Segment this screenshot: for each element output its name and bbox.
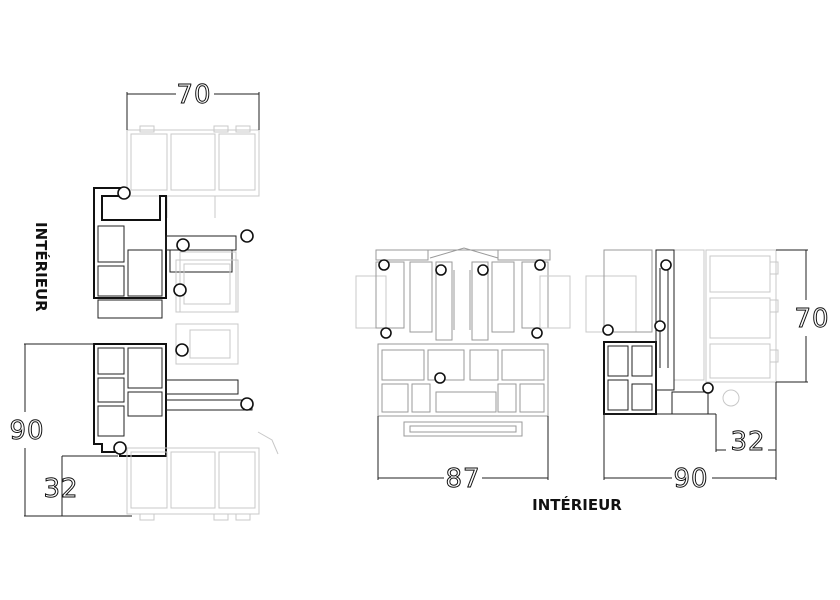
- right-frame-profile: [674, 249, 779, 407]
- middle-upper-profile: [375, 247, 551, 341]
- right-dimension-32: 32: [715, 382, 777, 458]
- dim-left-top-width: 70: [176, 80, 211, 110]
- dim-left-height: 90: [9, 416, 44, 446]
- left-bottom-frame-profile: [126, 431, 279, 521]
- dim-middle-width: 87: [445, 464, 480, 494]
- left-gaskets: [113, 186, 254, 455]
- middle-gaskets: [378, 259, 546, 384]
- right-section-drawing: 70 32 90: [585, 249, 829, 495]
- middle-dimension-87: 87: [377, 416, 549, 495]
- dim-left-depth: 32: [43, 474, 78, 504]
- left-top-frame-profile: [126, 125, 260, 218]
- dim-right-depth: 32: [730, 427, 765, 457]
- left-dimension-70: 70: [126, 80, 260, 130]
- left-dimension-90: 90: [9, 343, 132, 517]
- label-interior-bottom: INTÉRIEUR: [532, 495, 622, 514]
- right-dimension-90: 90: [603, 414, 777, 495]
- left-section-drawing: 70 90 32 INTÉRIEUR: [9, 80, 279, 521]
- middle-section-drawing: 87: [355, 247, 571, 495]
- dim-right-width: 90: [673, 464, 708, 494]
- middle-glazing-panels: [355, 261, 571, 329]
- middle-lower-profile: [377, 343, 549, 437]
- right-sash-profile: [603, 249, 716, 415]
- right-dimension-70: 70: [776, 249, 829, 383]
- dim-right-height: 70: [794, 304, 829, 334]
- right-glazing-panel: [585, 249, 653, 333]
- left-dimension-32: 32: [43, 455, 118, 516]
- left-lower-sash-profile: [93, 343, 253, 457]
- label-interior-vertical: INTÉRIEUR: [32, 222, 51, 312]
- right-gaskets: [602, 259, 714, 394]
